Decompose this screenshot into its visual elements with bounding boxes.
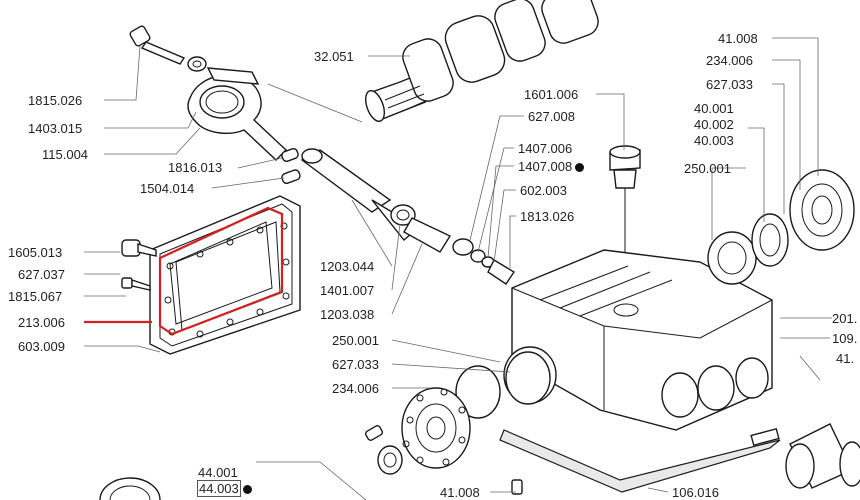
label-40-001[interactable]: 40.001 (694, 101, 734, 116)
label-627-033-right[interactable]: 627.033 (706, 77, 753, 92)
plunger-assembly-part[interactable] (300, 148, 515, 285)
screw-1605013-part[interactable] (121, 239, 157, 291)
label-1403-015[interactable]: 1403.015 (28, 121, 83, 136)
label-41-008-bottom[interactable]: 41.008 (440, 485, 480, 500)
label-1504-014[interactable]: 1504.014 (140, 181, 195, 196)
label-1203-044[interactable]: 1203.044 (320, 259, 375, 274)
label-1407-006[interactable]: 1407.006 (518, 141, 573, 156)
label-44-003-text: 44.003 (197, 480, 241, 497)
label-213-006[interactable]: 213.006 (18, 315, 65, 330)
label-44-001[interactable]: 44.001 (198, 465, 238, 480)
bearing-250001-left-part[interactable] (364, 351, 551, 475)
pin-part-2[interactable] (281, 169, 301, 185)
label-40-003[interactable]: 40.003 (694, 133, 734, 148)
bullet-dot-icon-2 (242, 485, 252, 494)
oil-plug-1601006-part[interactable] (609, 145, 641, 252)
label-41[interactable]: 41. (836, 351, 855, 366)
label-1815-067[interactable]: 1815.067 (8, 289, 63, 304)
label-1203-038[interactable]: 1203.038 (320, 307, 375, 322)
label-1407-008-text: 1407.008 (518, 159, 573, 174)
label-41-008-top[interactable]: 41.008 (718, 31, 758, 46)
label-1605-013[interactable]: 1605.013 (8, 245, 63, 260)
label-1816-013[interactable]: 1816.013 (168, 160, 223, 175)
label-250-001-left[interactable]: 250.001 (332, 333, 379, 348)
label-106-016[interactable]: 106.016 (672, 485, 719, 500)
cylinder-44001-part[interactable] (99, 477, 161, 500)
label-603-009[interactable]: 603.009 (18, 339, 65, 354)
label-109[interactable]: 109. (832, 331, 858, 346)
gasket-213006-highlight (158, 206, 284, 336)
rear-cover-part[interactable] (149, 195, 301, 355)
label-627-033-left[interactable]: 627.033 (332, 357, 379, 372)
label-250-001-right[interactable]: 250.001 (684, 161, 731, 176)
label-602-003[interactable]: 602.003 (520, 183, 567, 198)
label-1407-008[interactable]: 1407.008 (518, 159, 585, 174)
label-115-004[interactable]: 115.004 (42, 147, 89, 162)
label-44-003[interactable]: 44.003 (197, 480, 252, 497)
bearing-250001-right-part[interactable] (707, 169, 855, 285)
label-201[interactable]: 201. (832, 311, 858, 326)
label-1813-026[interactable]: 1813.026 (520, 209, 575, 224)
label-40-002[interactable]: 40.002 (694, 117, 734, 132)
label-627-037[interactable]: 627.037 (18, 267, 65, 282)
label-1601-006[interactable]: 1601.006 (524, 87, 579, 102)
pin-part[interactable] (281, 147, 299, 163)
bolt-1815026-part[interactable] (129, 25, 207, 72)
label-1815-026[interactable]: 1815.026 (28, 93, 83, 108)
label-234-006-right[interactable]: 234.006 (706, 53, 753, 68)
label-234-006-left[interactable]: 234.006 (332, 381, 379, 396)
label-627-008[interactable]: 627.008 (528, 109, 575, 124)
sleeve-part[interactable] (785, 423, 860, 489)
label-1401-007[interactable]: 1401.007 (320, 283, 375, 298)
connecting-rod-part[interactable] (187, 67, 288, 161)
bolt-41008-part[interactable] (511, 479, 523, 495)
bullet-dot-icon (575, 163, 585, 172)
crankshaft-part[interactable] (362, 0, 602, 124)
label-32-051[interactable]: 32.051 (314, 49, 354, 64)
